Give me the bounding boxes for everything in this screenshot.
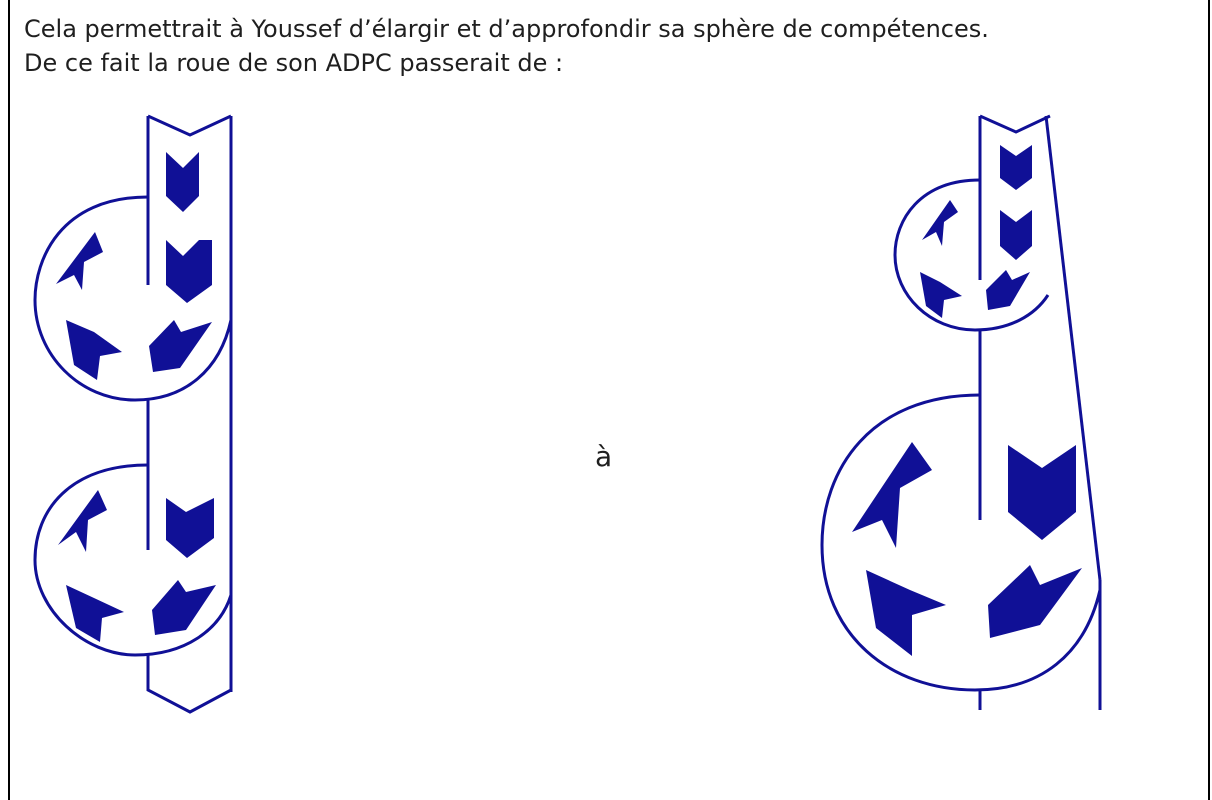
arrow-shape bbox=[56, 232, 103, 290]
arrow-shape bbox=[166, 152, 199, 212]
arrow-shape bbox=[1000, 145, 1032, 190]
arrow-shape bbox=[922, 200, 958, 246]
transition-label: à bbox=[595, 440, 613, 473]
document-frame bbox=[8, 0, 1210, 800]
arrow-shape bbox=[66, 320, 122, 380]
arrow-shape bbox=[149, 320, 212, 372]
arrow-shape bbox=[166, 240, 212, 303]
arrow-shape bbox=[152, 580, 216, 635]
paragraph-line-2: De ce fait la roue de son ADPC passerait… bbox=[24, 49, 564, 77]
adpc-wheel-before bbox=[33, 114, 233, 714]
arrow-shape bbox=[866, 570, 946, 656]
arrow-shape bbox=[920, 272, 962, 318]
arrow-shape bbox=[852, 442, 932, 548]
arrow-shape bbox=[986, 270, 1030, 310]
arrow-shape bbox=[58, 490, 107, 552]
arrow-shape bbox=[1000, 210, 1032, 260]
paragraph-line-1: Cela permettrait à Youssef d’élargir et … bbox=[24, 15, 989, 43]
arrow-shape bbox=[66, 585, 124, 642]
arrow-shape bbox=[166, 498, 214, 558]
arrow-shape bbox=[988, 565, 1082, 638]
arrow-shape bbox=[1008, 445, 1076, 540]
